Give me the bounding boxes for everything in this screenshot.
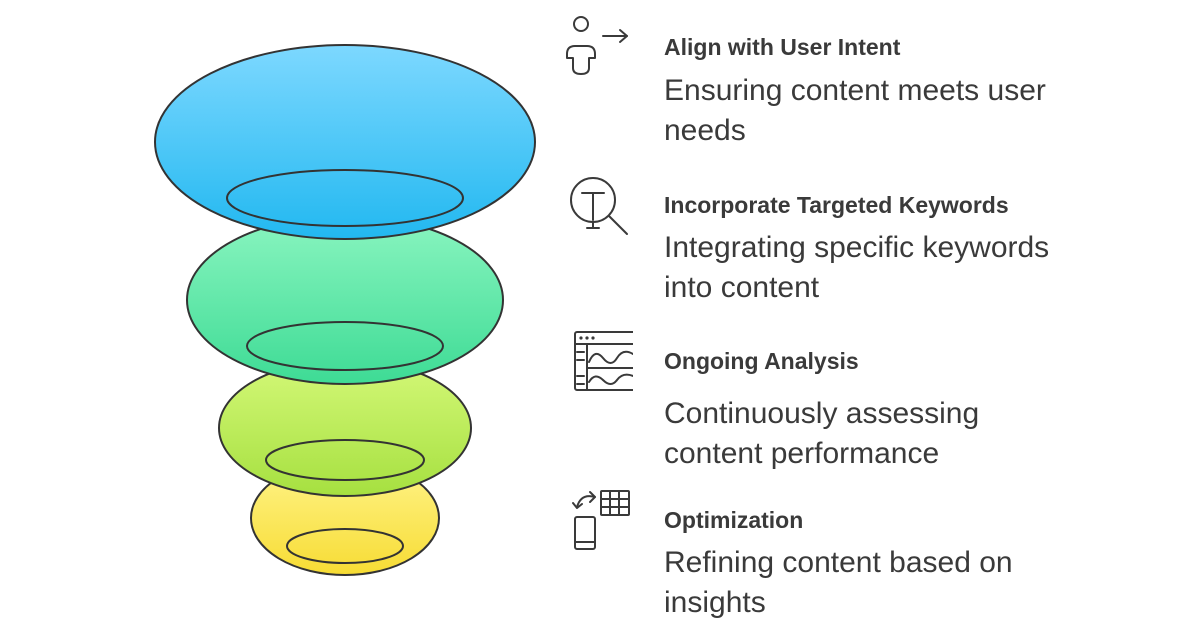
step-align-user-intent: Align with User Intent Ensuring content …: [555, 12, 1195, 162]
step-description: Continuously assessing content performan…: [664, 397, 980, 470]
step-optimization: Optimization Refining content based on i…: [555, 485, 1195, 635]
device-table-icon: [563, 485, 633, 555]
analytics-chart-icon: [563, 328, 633, 398]
step-title: Ongoing Analysis: [664, 348, 859, 374]
funnel-layer-user-intent-rim: [226, 169, 464, 227]
step-description: Integrating specific keywords into conte…: [664, 231, 1050, 304]
step-title: Align with User Intent: [664, 34, 901, 60]
step-description: Ensuring content meets user needs: [664, 74, 1046, 147]
step-title: Incorporate Targeted Keywords: [664, 192, 1009, 218]
funnel-layer-optimization-rim: [286, 528, 404, 564]
funnel-layer-ongoing-analysis-rim: [265, 439, 425, 481]
user-arrow-icon: [563, 12, 633, 82]
step-incorporate-keywords: Incorporate Targeted Keywords Integratin…: [555, 172, 1195, 322]
funnel-layer-targeted-keywords: [186, 215, 504, 385]
funnel-layer-targeted-keywords-rim: [246, 321, 444, 371]
text-search-icon: [563, 172, 633, 242]
step-title: Optimization: [664, 507, 804, 533]
step-description: Refining content based on insights: [664, 546, 1013, 619]
funnel-layer-user-intent: [154, 44, 536, 240]
step-ongoing-analysis: Ongoing Analysis Continuously assessing …: [555, 328, 1195, 478]
funnel-diagram: [154, 44, 536, 576]
